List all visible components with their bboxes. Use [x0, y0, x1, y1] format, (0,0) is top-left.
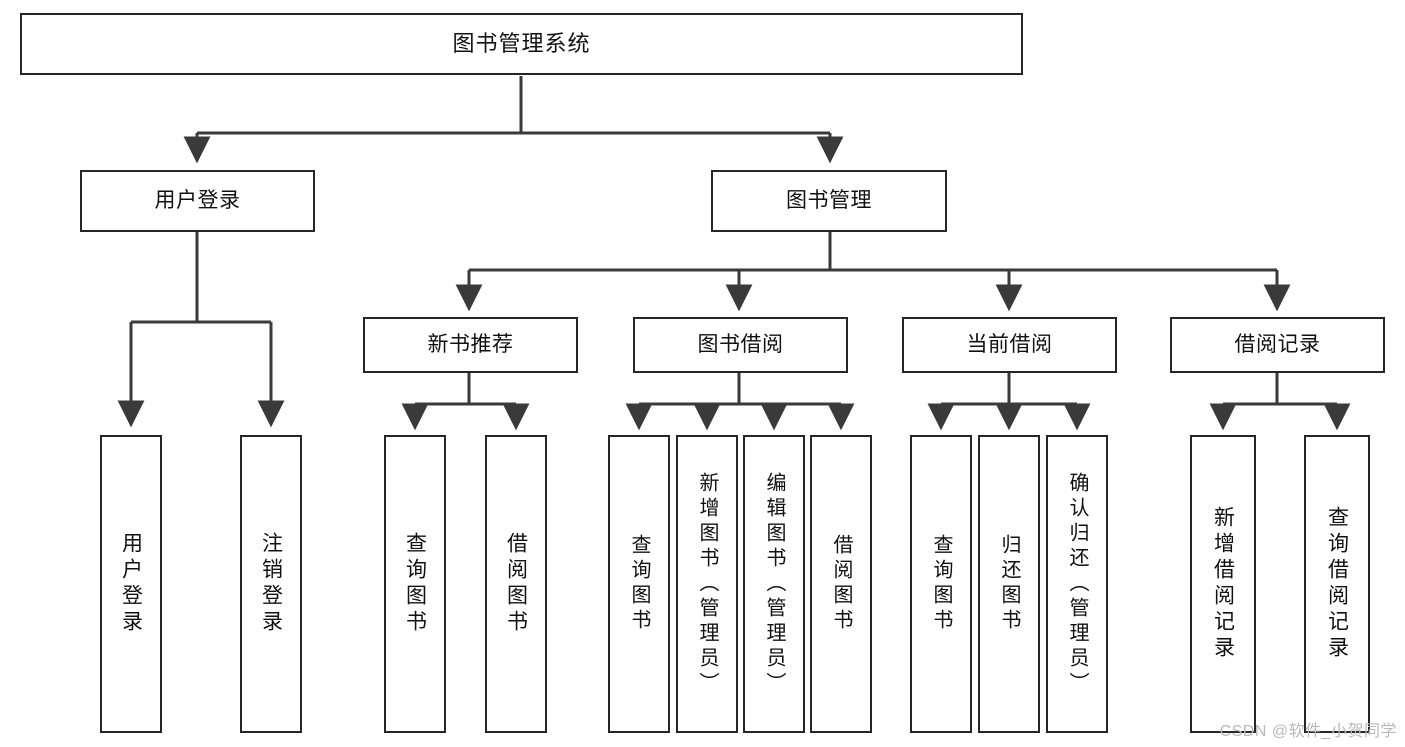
- leaf-query-record[interactable]: 查询借阅记录: [1304, 435, 1370, 733]
- leaf-user-login-label: 用户登录: [119, 532, 143, 636]
- node-book-borrow[interactable]: 图书借阅: [633, 317, 848, 373]
- node-borrow-record[interactable]: 借阅记录: [1170, 317, 1385, 373]
- watermark: CSDN @软件_小贺同学: [1219, 723, 1397, 740]
- leaf-return-book[interactable]: 归还图书: [978, 435, 1040, 733]
- node-user-login[interactable]: 用户登录: [80, 170, 315, 232]
- node-book-borrow-label: 图书借阅: [697, 332, 784, 356]
- leaf-return-book-label: 归还图书: [998, 534, 1020, 634]
- leaf-logout-login-label: 注销登录: [259, 532, 283, 636]
- leaf-confirm-return-label: 确认归还（管理员）: [1066, 471, 1088, 697]
- leaf-add-record-label: 新增借阅记录: [1211, 506, 1235, 662]
- leaf-logout-login[interactable]: 注销登录: [240, 435, 302, 733]
- leaf-query-book-1[interactable]: 查询图书: [384, 435, 446, 733]
- leaf-query-book-2[interactable]: 查询图书: [608, 435, 670, 733]
- leaf-query-book-3-label: 查询图书: [930, 534, 952, 634]
- node-current-borrow-label: 当前借阅: [966, 332, 1053, 356]
- node-current-borrow[interactable]: 当前借阅: [902, 317, 1117, 373]
- node-new-book-recommend[interactable]: 新书推荐: [363, 317, 578, 373]
- node-book-manage-label: 图书管理: [786, 188, 872, 212]
- leaf-edit-book-label: 编辑图书（管理员）: [763, 471, 785, 697]
- leaf-borrow-book-1-label: 借阅图书: [504, 532, 528, 636]
- leaf-query-record-label: 查询借阅记录: [1325, 506, 1349, 662]
- leaf-query-book-2-label: 查询图书: [628, 534, 650, 634]
- node-root-label: 图书管理系统: [452, 31, 591, 57]
- node-book-manage[interactable]: 图书管理: [711, 170, 947, 232]
- leaf-add-book[interactable]: 新增图书（管理员）: [676, 435, 738, 733]
- leaf-query-book-3[interactable]: 查询图书: [910, 435, 972, 733]
- node-borrow-record-label: 借阅记录: [1234, 332, 1321, 356]
- leaf-confirm-return[interactable]: 确认归还（管理员）: [1046, 435, 1108, 733]
- node-user-login-label: 用户登录: [154, 188, 241, 212]
- node-new-book-recommend-label: 新书推荐: [427, 332, 514, 356]
- leaf-add-book-label: 新增图书（管理员）: [696, 471, 718, 697]
- leaf-add-record[interactable]: 新增借阅记录: [1190, 435, 1256, 733]
- leaf-borrow-book-1[interactable]: 借阅图书: [485, 435, 547, 733]
- node-root[interactable]: 图书管理系统: [20, 13, 1023, 75]
- leaf-query-book-1-label: 查询图书: [403, 532, 427, 636]
- leaf-edit-book[interactable]: 编辑图书（管理员）: [743, 435, 805, 733]
- leaf-borrow-book-2-label: 借阅图书: [830, 534, 852, 634]
- leaf-user-login[interactable]: 用户登录: [100, 435, 162, 733]
- leaf-borrow-book-2[interactable]: 借阅图书: [810, 435, 872, 733]
